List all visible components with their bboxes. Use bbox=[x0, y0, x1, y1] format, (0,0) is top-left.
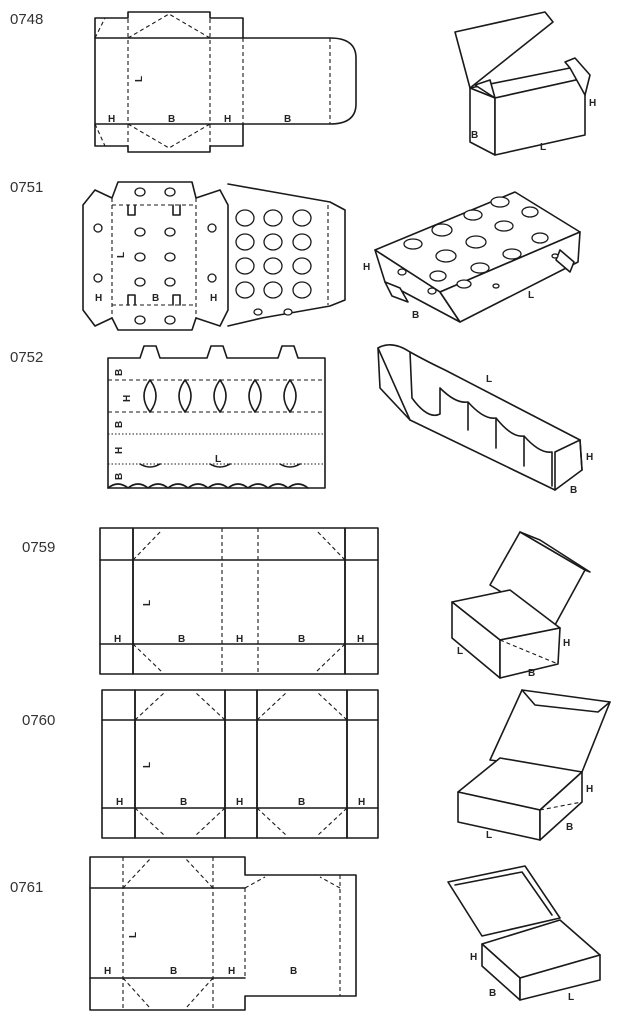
item-0761: 0761 H B H B L H B L bbox=[10, 856, 601, 1011]
dim-label-height: H bbox=[586, 452, 593, 463]
dim-label-length: L bbox=[142, 762, 153, 768]
box-illustration-0759: H L B bbox=[451, 531, 591, 679]
dim-label-length: L bbox=[128, 932, 139, 938]
dim-label-width: B bbox=[528, 668, 535, 679]
dim-label-length: L bbox=[540, 142, 546, 153]
dim-label-length: L bbox=[215, 454, 221, 465]
dim-label-height: H bbox=[224, 114, 231, 125]
dim-label-length: L bbox=[116, 252, 127, 258]
dim-label-height: H bbox=[236, 634, 243, 645]
hole-grid-top bbox=[397, 196, 559, 295]
dim-label-width: B bbox=[114, 369, 125, 376]
item-0760: 0760 H B H B H L H L B bbox=[22, 689, 611, 841]
dim-label-width: B bbox=[284, 114, 291, 125]
dim-label-height: H bbox=[228, 966, 235, 977]
dim-label-width: B bbox=[152, 293, 159, 304]
die-line-0759: H B H B H L bbox=[99, 527, 379, 675]
die-line-0761: H B H B L bbox=[89, 856, 357, 1011]
die-line-0760: H B H B H L bbox=[101, 689, 379, 839]
box-illustration-0752: L H B bbox=[377, 344, 593, 496]
dim-label-width: B bbox=[178, 634, 185, 645]
item-code: 0761 bbox=[10, 879, 43, 896]
dim-label-height: H bbox=[95, 293, 102, 304]
dim-label-height: H bbox=[122, 395, 133, 402]
dim-label-height: H bbox=[108, 114, 115, 125]
die-line-0751: H B H L bbox=[82, 181, 346, 331]
dim-label-width: B bbox=[412, 310, 419, 321]
dim-label-height: H bbox=[470, 952, 477, 963]
dim-label-width: B bbox=[298, 797, 305, 808]
dim-label-height: H bbox=[114, 447, 125, 454]
dim-label-length: L bbox=[134, 76, 145, 82]
item-0759: 0759 H B H B H L H L B bbox=[22, 527, 591, 679]
dim-label-height: H bbox=[210, 293, 217, 304]
dim-label-height: H bbox=[104, 966, 111, 977]
dim-label-height: H bbox=[116, 797, 123, 808]
box-illustration-0748: H B L bbox=[454, 11, 596, 156]
dim-label-length: L bbox=[486, 830, 492, 841]
dim-label-width: B bbox=[566, 822, 573, 833]
dim-label-length: L bbox=[528, 290, 534, 301]
dim-label-width: B bbox=[570, 485, 577, 496]
item-0751: 0751 H B H L bbox=[10, 179, 581, 331]
dim-label-length: L bbox=[457, 646, 463, 657]
die-line-0752: B H B H B L bbox=[107, 345, 326, 489]
dim-label-length: L bbox=[142, 600, 153, 606]
dim-label-height: H bbox=[586, 784, 593, 795]
dim-label-length: L bbox=[486, 374, 492, 385]
dim-label-height: H bbox=[358, 797, 365, 808]
dim-label-width: B bbox=[170, 966, 177, 977]
dim-label-length: L bbox=[568, 992, 574, 1003]
dim-label-width: B bbox=[471, 130, 478, 141]
dim-label-width: B bbox=[298, 634, 305, 645]
dim-label-height: H bbox=[236, 797, 243, 808]
dim-label-width: B bbox=[489, 988, 496, 999]
dim-label-width: B bbox=[290, 966, 297, 977]
dim-label-height: H bbox=[357, 634, 364, 645]
dim-label-width: B bbox=[114, 421, 125, 428]
dim-label-height: H bbox=[363, 262, 370, 273]
box-illustration-0761: H B L bbox=[447, 865, 601, 1003]
dim-label-width: B bbox=[180, 797, 187, 808]
box-illustration-0751: H B L bbox=[363, 191, 581, 323]
dim-label-height: H bbox=[563, 638, 570, 649]
item-0748: 0748 H B H B L H B L bbox=[10, 11, 596, 156]
dim-label-width: B bbox=[114, 473, 125, 480]
item-0752: 0752 B H B H B L L H B bbox=[10, 344, 593, 496]
dim-label-height: H bbox=[114, 634, 121, 645]
item-code: 0751 bbox=[10, 179, 43, 196]
item-code: 0752 bbox=[10, 349, 43, 366]
item-code: 0748 bbox=[10, 11, 43, 28]
dim-label-width: B bbox=[168, 114, 175, 125]
box-illustration-0760: H L B bbox=[457, 689, 611, 841]
hole-grid-flat bbox=[93, 187, 312, 325]
die-line-0748: H B H B L bbox=[94, 11, 357, 153]
item-code: 0759 bbox=[22, 539, 55, 556]
dim-label-height: H bbox=[589, 98, 596, 109]
item-code: 0760 bbox=[22, 712, 55, 729]
